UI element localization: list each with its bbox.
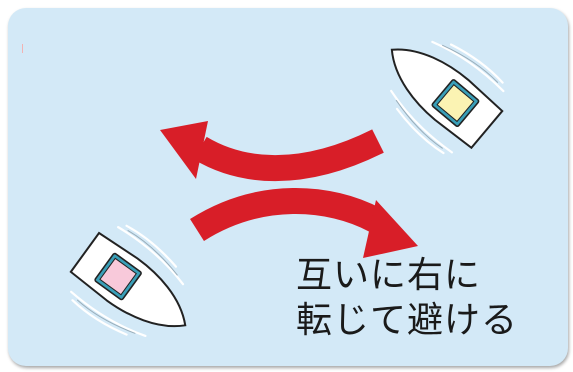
boat-top-right	[390, 40, 505, 155]
caption: 互いに右に 転じて避ける	[296, 253, 556, 343]
boat-icon	[390, 48, 504, 150]
caption-line-2: 転じて避ける	[296, 300, 519, 341]
caption-line-1: 互いに右に	[296, 255, 482, 296]
corner-mark	[22, 44, 23, 53]
wake-icon	[390, 40, 505, 155]
boat-bottom-left	[69, 224, 187, 338]
arrow-right	[190, 188, 418, 258]
boat-icon	[69, 231, 187, 328]
wake-icon	[76, 230, 178, 334]
arrow-left	[160, 121, 384, 182]
wake-icon	[70, 224, 185, 338]
wake-icon	[395, 44, 499, 149]
